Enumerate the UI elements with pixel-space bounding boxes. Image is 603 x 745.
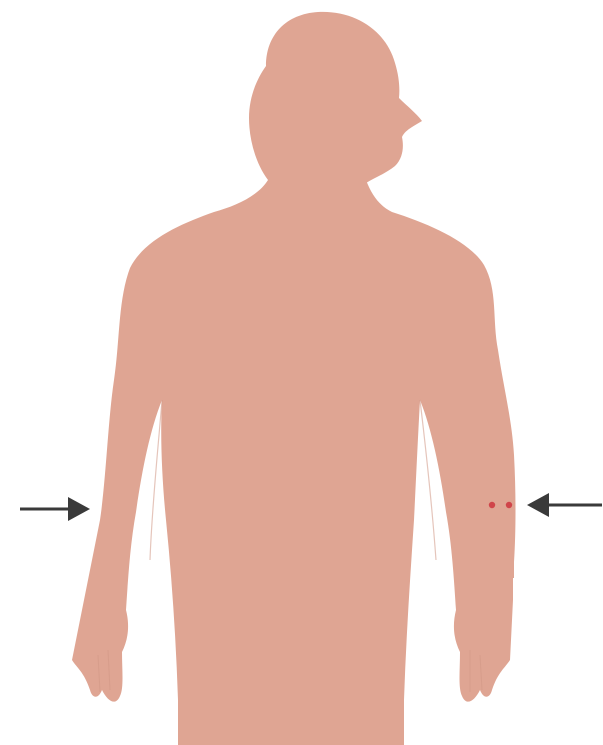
marker-dot xyxy=(489,502,495,508)
human-silhouette xyxy=(72,12,516,745)
arrow-left-icon xyxy=(527,493,602,517)
marker-dot xyxy=(506,502,512,508)
image-cutout xyxy=(513,578,537,688)
torso-and-arms xyxy=(72,180,516,745)
arrow-right-icon xyxy=(20,497,90,521)
head xyxy=(249,12,422,200)
